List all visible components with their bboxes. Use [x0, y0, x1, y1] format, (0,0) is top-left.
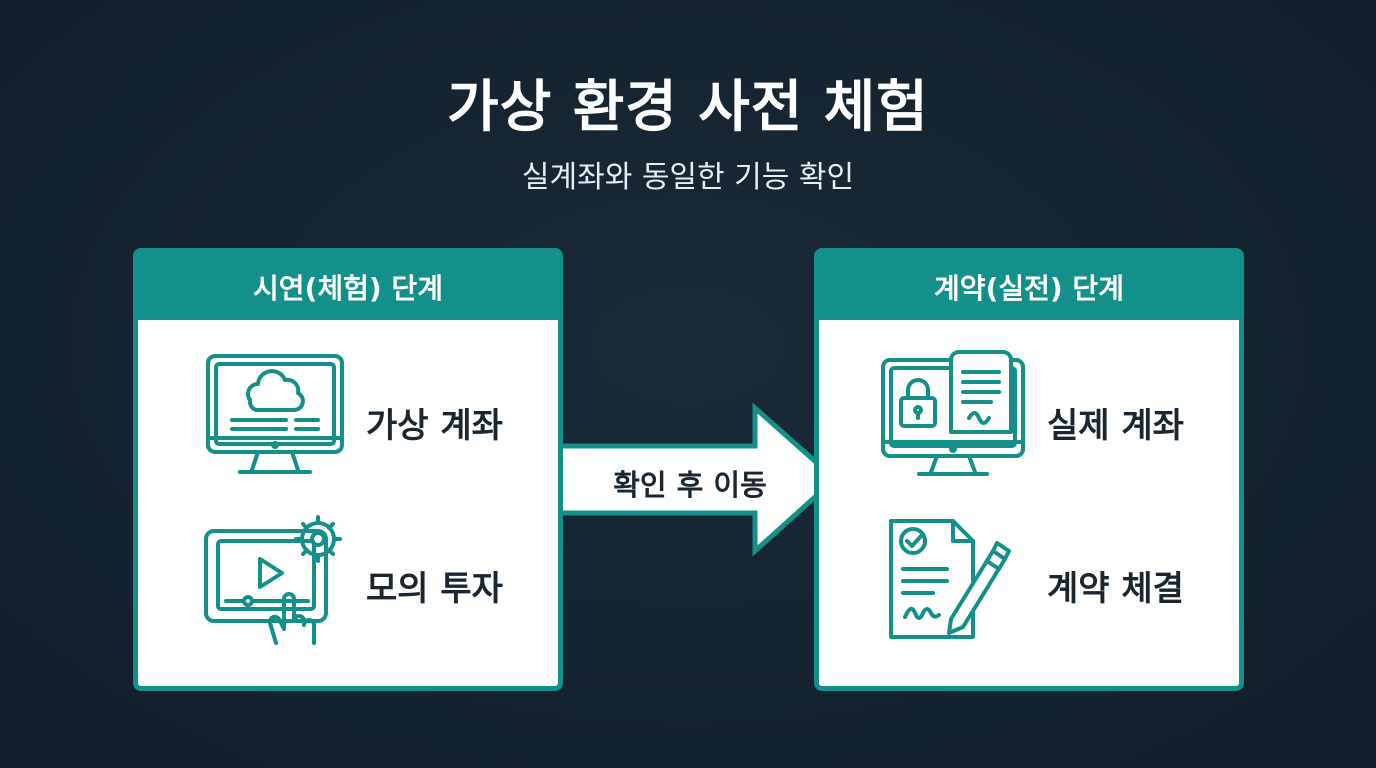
arrow-label: 확인 후 이동	[613, 468, 767, 502]
contract-pen-icon	[889, 519, 1011, 639]
virtual-account-item: 가상 계좌	[138, 348, 558, 498]
page-title: 가상 환경 사전 체험	[447, 75, 929, 140]
mock-investment-item: 모의 투자	[138, 511, 558, 661]
real-account-label: 실제 계좌	[1047, 406, 1184, 446]
real-account-item: 실제 계좌	[819, 348, 1239, 498]
contract-stage-panel: 계약(실전) 단계	[814, 248, 1244, 691]
virtual-account-label: 가상 계좌	[366, 406, 503, 446]
transition-arrow	[550, 402, 839, 557]
tablet-video-gear-icon	[204, 515, 342, 645]
demo-stage-header: 시연(체험) 단계	[138, 253, 558, 320]
page-subtitle: 실계좌와 동일한 기능 확인	[521, 160, 855, 195]
mock-investment-label: 모의 투자	[366, 569, 503, 609]
monitor-cloud-icon	[206, 354, 344, 474]
contract-signing-item: 계약 체결	[819, 511, 1239, 661]
demo-stage-panel: 시연(체험) 단계 가상 계좌	[133, 248, 563, 691]
contract-signing-label: 계약 체결	[1047, 569, 1184, 609]
contract-stage-header: 계약(실전) 단계	[819, 253, 1239, 320]
monitor-lock-document-icon	[881, 350, 1025, 476]
